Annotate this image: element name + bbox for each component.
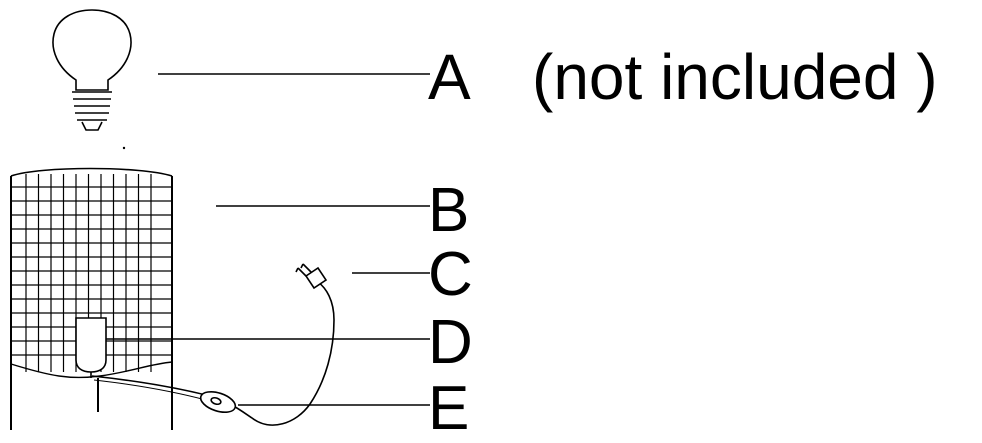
lamp-parts-diagram [10,9,430,430]
bulb-socket [75,317,107,412]
label-b: B [428,176,470,245]
label-c: C [428,240,473,309]
inline-switch [199,390,237,414]
label-e: E [428,374,470,443]
label-a-note: (not included ) [532,41,938,113]
dot-mark [122,146,126,150]
light-bulb-icon [52,9,132,131]
power-plug-icon [295,263,328,290]
label-d: D [428,308,473,377]
label-a: A [428,41,471,113]
power-cord [91,281,335,426]
power-cord-inner [93,379,207,401]
lamp-shade-grid [10,167,173,430]
